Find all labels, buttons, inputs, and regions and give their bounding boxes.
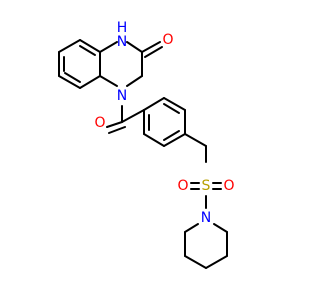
bond-benzo-3 <box>79 75 101 89</box>
bond-benzo-inner-1 <box>79 45 96 56</box>
bond-ccarbonyl-o-double <box>108 126 126 134</box>
bond-c3-n4 <box>126 75 143 87</box>
bond-aryl-2 <box>143 133 165 147</box>
bond-aryl-inner-2 <box>163 130 180 141</box>
bond-ccarbonyl-aryl <box>121 109 145 123</box>
atom-label-nh-h: H <box>117 20 128 36</box>
bond-aryl-ch2 <box>184 133 207 147</box>
atom-label-nh-n: N <box>117 34 127 50</box>
bonds <box>58 39 228 269</box>
bond-aryl-6 <box>143 97 165 111</box>
bond-benzo-6 <box>58 39 81 53</box>
atom-label-s-sulfonyl: S <box>202 178 211 194</box>
atom-label-o-lactam: O <box>162 32 173 48</box>
bond-pip-4 <box>184 255 207 269</box>
bond-aryl-5 <box>163 97 186 111</box>
atom-label-n-piperidine: N <box>201 210 211 226</box>
bond-pip-6 <box>184 223 199 233</box>
background <box>0 0 300 300</box>
bond-c2-o-double <box>144 46 163 58</box>
bond-n1-c2 <box>126 41 143 53</box>
bond-benzo-1 <box>79 39 101 53</box>
bond-aryl-inner-3 <box>163 103 180 114</box>
bond-benzo-inner-2 <box>64 72 81 83</box>
bond-n4-c4a <box>99 75 118 87</box>
bond-c8a-n1 <box>99 41 118 53</box>
bond-benzo-4 <box>58 75 81 89</box>
atom-labels: N H O N O S O O N <box>94 20 234 226</box>
atom-label-o-s-right: O <box>223 178 234 194</box>
bond-ccarbonyl-o <box>106 121 123 128</box>
atom-label-o-s-left: O <box>177 178 188 194</box>
atom-label-o-carbonyl: O <box>94 115 105 131</box>
bond-aryl-3 <box>163 133 186 147</box>
atom-label-n-quinox: N <box>117 88 127 104</box>
bond-c2-o <box>141 41 161 53</box>
bond-pip-3 <box>205 255 228 269</box>
chemical-structure-diagram: N H O N O S O O N <box>0 0 300 300</box>
bond-pip-1 <box>213 223 228 233</box>
